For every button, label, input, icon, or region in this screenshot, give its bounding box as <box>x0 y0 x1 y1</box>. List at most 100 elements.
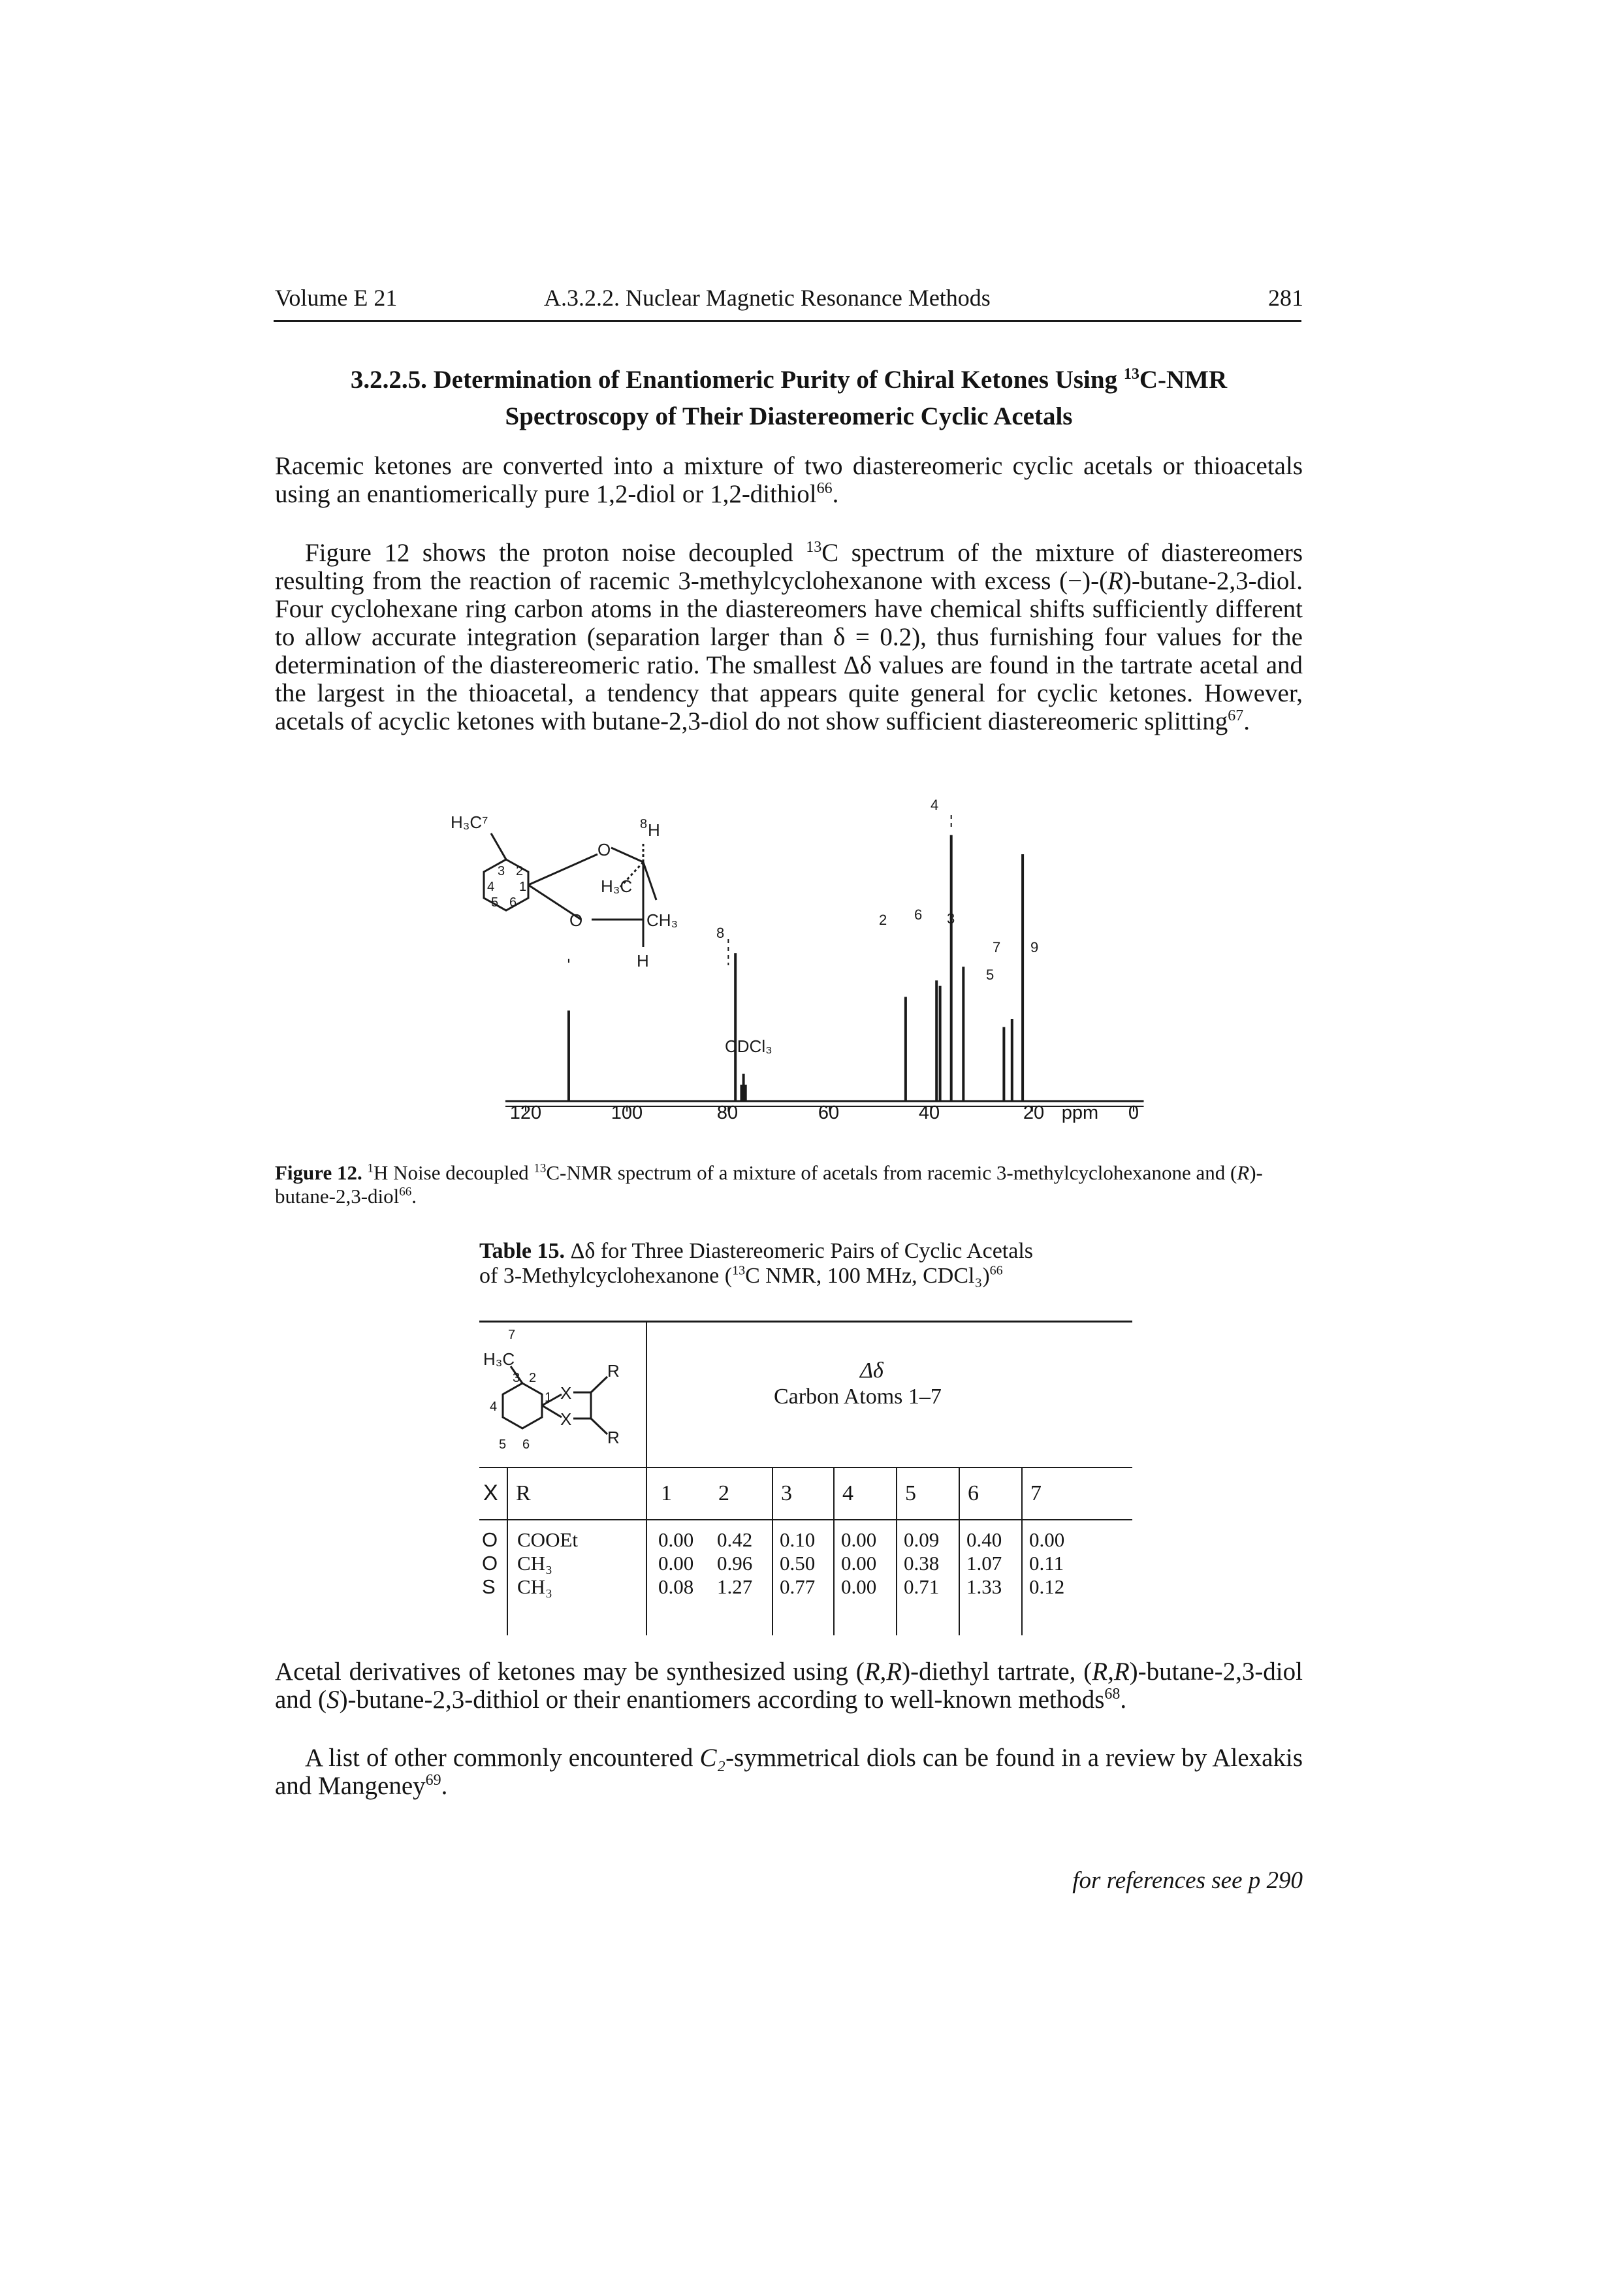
label-r2: R <box>607 1428 620 1447</box>
label-c8: 8 <box>640 817 647 831</box>
table-vrule-c3 <box>772 1468 773 1635</box>
label-ring-4: 4 <box>487 880 494 894</box>
col-header-r: R <box>516 1481 531 1505</box>
label-ring-3: 3 <box>498 864 505 878</box>
cell-r: COOEt <box>517 1528 578 1551</box>
section-heading: 3.2.2.5. Determination of Enantiomeric P… <box>275 356 1303 435</box>
x-tick-0: 0 <box>1128 1102 1139 1123</box>
table-caption-line1: Table 15. Δδ for Three Diastereomeric Pa… <box>479 1239 1132 1264</box>
paragraph-text: )-butane-2,3-diol and ( <box>275 1658 1303 1714</box>
paragraph-text: Figure 12 shows the proton noise decoupl… <box>305 539 806 567</box>
col-c2-values: 0.42 0.96 1.27 <box>717 1528 752 1599</box>
cell-value: 1.33 <box>966 1575 1002 1598</box>
label-n1: 1 <box>545 1390 552 1405</box>
table-vrule-main <box>646 1322 647 1635</box>
bond <box>590 1375 609 1394</box>
table-vrule-c4 <box>833 1468 835 1635</box>
paragraph-end: . <box>441 1772 448 1800</box>
superscript: 13 <box>533 1161 547 1176</box>
table-row: O O S <box>482 1528 498 1599</box>
italic-text: R <box>1237 1161 1250 1184</box>
col-header-c2: 2 <box>718 1481 729 1505</box>
table-caption-text: Δδ for Three Diastereomeric Pairs of Cyc… <box>565 1239 1034 1263</box>
cell-value: 1.27 <box>717 1575 753 1598</box>
cell-value: 0.10 <box>780 1528 816 1551</box>
table-row: COOEt CH₃ CH₃ <box>517 1528 578 1599</box>
label-ring-1: 1 <box>519 880 526 894</box>
paragraph-4: A list of other commonly encountered C₂-… <box>275 1744 1303 1800</box>
table-caption: Table 15. Δδ for Three Diastereomeric Pa… <box>479 1239 1132 1289</box>
italic-text: C₂ <box>699 1744 726 1772</box>
label-x1: X <box>560 1383 571 1403</box>
cell-value: 0.00 <box>1029 1528 1065 1551</box>
peak-label-4: 4 <box>931 797 938 813</box>
label-n2: 2 <box>529 1371 536 1385</box>
paragraph-text: Racemic ketones are converted into a mix… <box>275 452 1303 508</box>
cell-value: 0.11 <box>1029 1552 1064 1575</box>
label-oxygen-top: O <box>597 840 611 859</box>
header-rule <box>274 320 1301 322</box>
x-tick-20: 20 <box>1023 1102 1045 1123</box>
italic-text: R,R <box>1092 1658 1130 1686</box>
reference-marker: 67 <box>1228 707 1244 724</box>
superscript: 13 <box>806 539 822 556</box>
cell-value: 0.42 <box>717 1528 753 1551</box>
reference-marker: 69 <box>425 1772 441 1789</box>
col-header-c7: 7 <box>1030 1481 1042 1505</box>
cell-value: 0.38 <box>904 1552 940 1575</box>
superscript: 1 <box>367 1161 374 1176</box>
label-methyl-top: H₃C⁷ <box>451 812 488 832</box>
paragraph-1: Racemic ketones are converted into a mix… <box>275 452 1303 508</box>
peak-label-8: 8 <box>716 925 724 941</box>
label-ring-5: 5 <box>491 895 498 910</box>
col-c4-values: 0.00 0.00 0.00 <box>841 1528 876 1599</box>
reference-marker: 66 <box>816 480 833 497</box>
cell-x: O <box>482 1552 498 1575</box>
dioxolane-structure: 7 H₃C 3 2 1 4 5 6 X X R R <box>483 1328 620 1452</box>
paragraph-text: C spectrum of the mixture of diastereome… <box>275 539 1303 595</box>
delta-delta-symbol: Δδ <box>860 1358 884 1383</box>
label-ring-6: 6 <box>509 895 517 910</box>
cell-value: 0.12 <box>1029 1575 1065 1598</box>
italic-text: R,R <box>864 1658 902 1686</box>
cell-r: CH₃ <box>517 1575 552 1598</box>
label-n4: 4 <box>490 1400 497 1414</box>
reference-marker: 66 <box>399 1185 412 1199</box>
paragraph-end: . <box>832 480 839 508</box>
col-header-c6: 6 <box>968 1481 979 1505</box>
col-c3-values: 0.10 0.50 0.77 <box>780 1528 815 1599</box>
bond <box>590 1417 609 1435</box>
label-h-bottom: H <box>637 951 649 970</box>
paragraph-text: -symmetrical diols can be found in a rev… <box>275 1744 1303 1800</box>
x-axis-unit: ppm <box>1061 1102 1099 1123</box>
table-vrule-c6 <box>959 1468 960 1635</box>
paragraph-text: Acetal derivatives of ketones may be syn… <box>275 1658 865 1686</box>
section-title-sup: 13 <box>1123 366 1139 383</box>
col-header-x: X <box>483 1481 498 1505</box>
cdcl3-label: CDCl₃ <box>725 1036 772 1056</box>
cell-value: 0.40 <box>966 1528 1002 1551</box>
x-tick-60: 60 <box>818 1102 840 1123</box>
label-methyl-mid: H₃C <box>601 876 632 896</box>
col-c5-values: 0.09 0.38 0.71 <box>904 1528 939 1599</box>
cell-x: O <box>482 1528 498 1551</box>
cell-x: S <box>482 1575 496 1598</box>
bond <box>528 853 598 886</box>
cell-value: 0.71 <box>904 1575 940 1598</box>
italic-text: S <box>326 1686 340 1714</box>
table-caption-text: of 3-Methylcyclohexanone ( <box>479 1264 733 1288</box>
cell-value: 0.00 <box>841 1575 877 1598</box>
table-vrule-c5 <box>896 1468 897 1635</box>
paragraph-3: Acetal derivatives of ketones may be syn… <box>275 1658 1303 1714</box>
label-h3c: H₃C <box>483 1349 515 1369</box>
cell-value: 0.00 <box>658 1528 694 1551</box>
table-caption-text: C NMR, 100 MHz, CDCl₃) <box>745 1264 990 1288</box>
table-label: Table 15. <box>479 1239 565 1263</box>
paragraph-text: )-diethyl tartrate, ( <box>902 1658 1092 1686</box>
x-tick-40: 40 <box>918 1102 940 1123</box>
cell-value: 0.08 <box>658 1575 694 1598</box>
peak-label-6: 6 <box>914 906 922 923</box>
bond <box>541 1393 562 1407</box>
col-c7-values: 0.00 0.11 0.12 <box>1029 1528 1064 1599</box>
